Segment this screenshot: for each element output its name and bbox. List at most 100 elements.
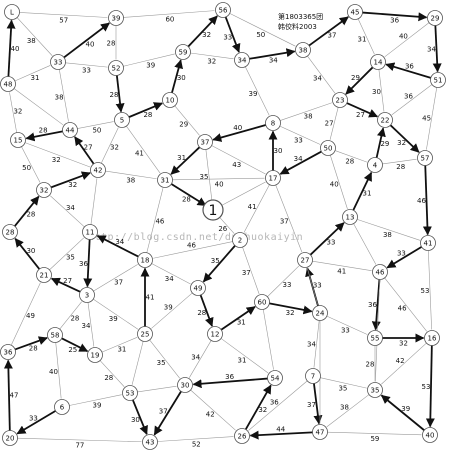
edge-60-54 [262, 309, 274, 370]
edge-7-26 [248, 380, 308, 431]
edge-weight-39-56: 60 [165, 16, 174, 24]
edge-weight-50-17: 34 [294, 155, 303, 163]
edge-29-14 [384, 22, 430, 58]
edges-layer [3, 10, 442, 443]
node-12: 12 [207, 326, 223, 342]
edge-15-48 [9, 92, 17, 133]
node-circle-56 [215, 2, 231, 18]
node-circle-1 [202, 199, 224, 221]
node-52: 52 [108, 60, 124, 76]
edge-weight-L-33: 38 [27, 37, 36, 45]
edge-weight-12-60: 31 [237, 319, 246, 327]
edge-weight-24-55: 33 [341, 327, 350, 335]
edge-8-50 [279, 125, 321, 145]
edge-weight-23-22: 27 [356, 111, 365, 119]
node-7: 7 [305, 368, 321, 384]
edge-weight-13-4: 31 [363, 190, 372, 198]
node-label-11: 11 [86, 229, 95, 237]
edge-weight-19-53: 28 [104, 374, 113, 382]
edge-weight-8-23: 38 [304, 113, 313, 121]
node-59: 59 [175, 44, 191, 60]
edge-4-22 [375, 127, 386, 158]
node-circle-19 [87, 347, 103, 363]
edge-54-30 [192, 377, 268, 389]
edge-35-47 [326, 394, 370, 428]
edge-weight-17-2: 41 [248, 203, 257, 211]
edge-44-15 [25, 130, 63, 142]
node-42: 42 [90, 162, 106, 178]
edge-36-21 [10, 282, 41, 346]
node-label-5: 5 [120, 117, 124, 125]
edge-weight-20-43: 77 [75, 442, 84, 450]
edge-45-14 [357, 18, 375, 55]
node-circle-44 [62, 122, 78, 138]
edge-6-20 [16, 410, 57, 435]
edge-weight-31-17: 40 [215, 181, 224, 189]
node-1: 1 [202, 199, 224, 221]
node-circle-28 [2, 224, 18, 240]
node-20: 20 [2, 430, 18, 446]
node-circle-21 [36, 267, 52, 283]
node-32: 32 [36, 182, 52, 198]
edge-16-35 [381, 342, 427, 385]
node-31: 31 [157, 172, 173, 188]
node-label-43: 43 [146, 439, 155, 447]
node-43: 43 [142, 434, 158, 450]
edge-26-54 [244, 384, 272, 430]
node-circle-29 [427, 10, 443, 26]
node-40: 40 [422, 427, 438, 443]
edge-weight-47-26: 44 [276, 426, 285, 434]
node-circle-57 [417, 150, 433, 166]
node-circle-53 [122, 385, 138, 401]
node-label-24: 24 [316, 310, 325, 318]
edge-1-2 [217, 215, 235, 234]
node-circle-34 [234, 52, 250, 68]
edge-59-34 [190, 52, 234, 60]
edge-2-49 [202, 245, 236, 283]
node-label-44: 44 [66, 127, 75, 135]
edge-17-27 [275, 184, 303, 253]
node-label-54: 54 [271, 375, 280, 383]
edge-weight-53-43: 30 [131, 416, 140, 424]
node-label-58: 58 [51, 332, 60, 340]
edge-22-57 [389, 124, 420, 153]
node-35: 35 [367, 382, 383, 398]
node-4: 4 [367, 157, 383, 173]
edge-weight-8-37: 40 [233, 124, 242, 132]
edge-weight-3-21: 27 [63, 277, 72, 285]
edge-34-38 [249, 48, 296, 60]
edge-weight-46-16: 46 [398, 305, 407, 313]
edge-weight-2-18: 46 [187, 242, 196, 250]
node-label-46: 46 [376, 269, 385, 277]
edge-52-5 [115, 75, 125, 113]
edge-weight-15-48: 32 [13, 108, 22, 116]
edge-7-47 [313, 383, 323, 425]
node-23: 23 [332, 92, 348, 108]
edge-weight-33-44: 38 [55, 93, 64, 101]
node-label-30: 30 [181, 382, 190, 390]
edge-weight-14-23: 29 [351, 74, 360, 82]
edge-L-39 [19, 12, 108, 18]
node-label-7: 7 [311, 373, 315, 381]
edge-21-28 [14, 237, 41, 270]
edge-30-43 [153, 390, 182, 436]
edge-19-53 [99, 360, 125, 387]
edge-43-26 [157, 436, 234, 442]
edge-weight-10-59: 30 [177, 74, 186, 82]
edge-weight-20-36: 47 [10, 391, 19, 399]
node-37: 37 [197, 134, 213, 150]
node-label-42: 42 [94, 167, 103, 175]
edge-weight-7-47: 37 [307, 401, 316, 409]
edge-53-43 [132, 399, 148, 435]
edge-weight-18-11: 34 [115, 238, 124, 246]
node-label-17: 17 [269, 175, 278, 183]
node-label-51: 51 [434, 77, 443, 85]
edge-weight-4-22: 29 [380, 140, 389, 148]
edge-5-10 [128, 102, 163, 118]
node-label-26: 26 [238, 433, 247, 441]
edge-15-42 [24, 142, 91, 168]
node-circle-18 [137, 252, 153, 268]
edge-weight-59-56: 32 [202, 31, 211, 39]
edge-weight-5-10: 28 [143, 111, 152, 119]
node-18: 18 [137, 252, 153, 268]
